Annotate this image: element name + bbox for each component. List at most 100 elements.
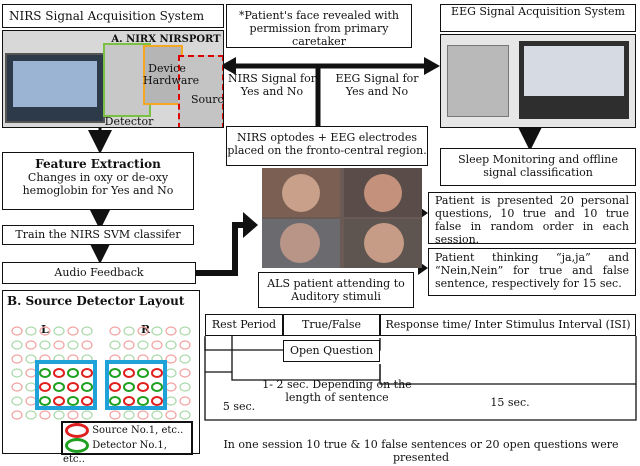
optode-marker xyxy=(53,368,65,378)
patient-photo-4 xyxy=(344,219,422,268)
response-time: Response time/ Inter Stimulus Interval (… xyxy=(380,314,636,336)
session-summary: In one session 10 true & 10 false senten… xyxy=(223,438,619,464)
optode-marker xyxy=(109,382,121,392)
optode-marker xyxy=(67,396,79,406)
optode-marker xyxy=(123,326,135,336)
open-question: Open Question xyxy=(283,340,380,362)
optode-marker xyxy=(179,340,191,350)
detector-legend-icon xyxy=(65,438,89,453)
optode-marker xyxy=(165,326,177,336)
optode-marker xyxy=(179,382,191,392)
optode-marker xyxy=(67,368,79,378)
optode-marker xyxy=(81,340,93,350)
optode-marker xyxy=(25,410,37,420)
optode-marker xyxy=(137,382,149,392)
feature-extraction-title: Feature Extraction xyxy=(35,157,161,171)
optode-marker xyxy=(109,326,121,336)
source-legend-icon xyxy=(65,423,89,438)
optode-marker xyxy=(165,410,177,420)
optode-marker xyxy=(11,410,23,420)
optode-marker xyxy=(67,326,79,336)
arrow-audio-to-patient xyxy=(196,222,248,276)
optode-marker xyxy=(165,396,177,406)
optode-marker xyxy=(165,368,177,378)
audio-feedback-box: Audio Feedback xyxy=(2,262,196,284)
optode-marker xyxy=(67,410,79,420)
bracket-rest xyxy=(204,336,233,373)
eeg-laptop xyxy=(519,41,629,119)
nirs-signal-label: NIRS Signal for Yes and No xyxy=(228,72,316,98)
optode-marker xyxy=(137,396,149,406)
optode-marker xyxy=(151,382,163,392)
eeg-amplifier xyxy=(447,45,509,117)
optode-marker xyxy=(179,410,191,420)
optode-marker xyxy=(25,340,37,350)
optode-marker xyxy=(179,368,191,378)
true-false: True/False xyxy=(283,314,380,336)
optode-marker xyxy=(179,326,191,336)
svm-box: Train the NIRS SVM classifer xyxy=(2,225,194,245)
optode-marker xyxy=(109,368,121,378)
source-label: Source xyxy=(191,93,224,106)
optode-marker xyxy=(11,396,23,406)
optode-marker xyxy=(11,354,23,364)
optode-marker xyxy=(53,326,65,336)
patient-photo-3 xyxy=(262,219,340,268)
response-duration: 15 sec. xyxy=(490,396,530,409)
bracket-session xyxy=(204,372,637,421)
right-roi-box xyxy=(105,360,167,410)
feature-extraction-box: Feature Extraction Changes in oxy or de-… xyxy=(2,152,194,210)
eeg-photo xyxy=(440,34,636,128)
optode-marker xyxy=(123,396,135,406)
optode-marker xyxy=(151,326,163,336)
optode-marker xyxy=(11,340,23,350)
source-hardware xyxy=(178,55,223,127)
optode-marker xyxy=(25,382,37,392)
optode-map xyxy=(11,326,191,420)
optode-marker xyxy=(179,354,191,364)
optode-marker xyxy=(81,382,93,392)
rest-duration: 5 sec. xyxy=(222,400,256,413)
nirs-photo: A. NIRX NIRSPORT Device Hardware Source … xyxy=(2,30,224,128)
optode-marker xyxy=(25,354,37,364)
optode-marker xyxy=(53,340,65,350)
patient-note: *Patient's face revealed with permission… xyxy=(226,4,412,48)
optode-marker xyxy=(81,396,93,406)
sleep-monitoring-box: Sleep Monitoring and offline signal clas… xyxy=(440,148,636,186)
patient-thinking-box: Patient thinking “ja,ja” and “Nein,Nein”… xyxy=(428,248,636,296)
optode-marker xyxy=(53,382,65,392)
optode-marker xyxy=(123,410,135,420)
optode-marker xyxy=(179,396,191,406)
feature-extraction-text: Changes in oxy or de-oxy hemoglobin for … xyxy=(22,171,174,197)
rest-period: Rest Period xyxy=(205,314,283,336)
optode-marker xyxy=(39,410,51,420)
nirs-system-title: NIRS Signal Acquisition System xyxy=(2,4,224,28)
optode-marker xyxy=(137,410,149,420)
optode-marker xyxy=(53,396,65,406)
optode-marker xyxy=(67,340,79,350)
optode-marker xyxy=(11,382,23,392)
optode-marker xyxy=(25,368,37,378)
optode-marker xyxy=(67,382,79,392)
optode-marker xyxy=(25,326,37,336)
source-detector-layout: B. Source Detector Layout L R Source No.… xyxy=(2,290,200,465)
optode-marker xyxy=(81,410,93,420)
optode-marker xyxy=(25,396,37,406)
legend-source: Source No.1, etc.. xyxy=(92,425,184,436)
eeg-system-title: EEG Signal Acquisition System xyxy=(440,4,636,32)
left-hemisphere-label: L xyxy=(41,323,49,336)
optode-marker xyxy=(151,396,163,406)
detector-label: Detector xyxy=(104,115,154,128)
optode-marker xyxy=(137,326,149,336)
optode-marker xyxy=(39,382,51,392)
bracket-response xyxy=(379,336,637,385)
optode-marker xyxy=(39,326,51,336)
device-hardware xyxy=(143,45,183,105)
optode-marker xyxy=(123,382,135,392)
eeg-signal-label: EEG Signal for Yes and No xyxy=(335,72,419,98)
patient-photo-1 xyxy=(262,168,340,217)
optode-marker xyxy=(81,326,93,336)
optode-marker xyxy=(39,340,51,350)
optode-marker xyxy=(109,410,121,420)
